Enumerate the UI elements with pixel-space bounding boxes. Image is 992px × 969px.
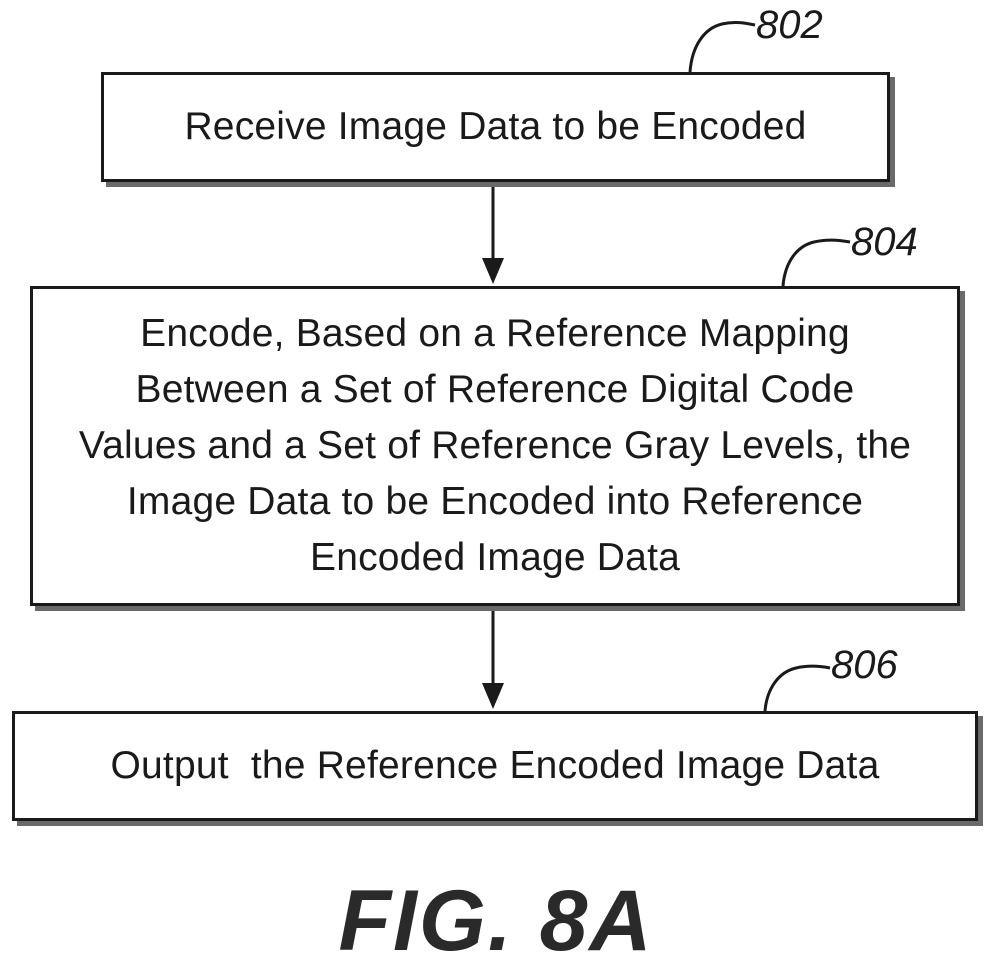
step-text-806: Output the Reference Encoded Image Data (111, 738, 880, 794)
leader-line-804 (783, 240, 850, 286)
leader-line-802 (690, 22, 755, 72)
step-text-804: Encode, Based on a Reference Mapping Bet… (75, 306, 915, 586)
arrowhead-804-to-806 (482, 683, 504, 709)
arrowhead-802-to-804 (482, 258, 504, 284)
step-box-804: Encode, Based on a Reference Mapping Bet… (30, 286, 960, 606)
step-box-806: Output the Reference Encoded Image Data (12, 711, 978, 821)
leader-line-806 (765, 666, 830, 711)
figure-label: FIG. 8A (0, 878, 992, 964)
step-text-802: Receive Image Data to be Encoded (184, 99, 806, 155)
ref-numeral-806: 806 (831, 645, 898, 685)
ref-numeral-802: 802 (756, 5, 823, 45)
ref-numeral-804: 804 (851, 222, 918, 262)
step-box-802: Receive Image Data to be Encoded (101, 72, 890, 182)
